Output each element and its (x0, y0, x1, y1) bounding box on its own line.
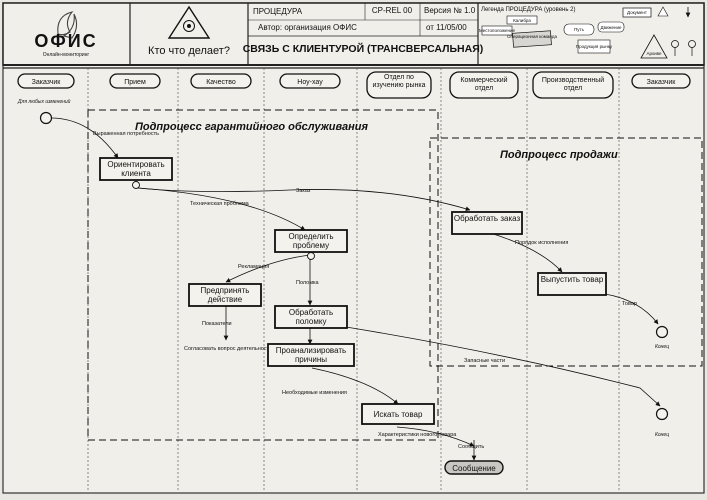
flow-lines (50, 117, 661, 461)
lane-header-client-right: Заказчик (631, 73, 691, 89)
svg-text:Для любых изменений: Для любых изменений (17, 98, 71, 105)
legend-item-calibre: Калибра (513, 18, 531, 23)
lane-header-quality: Качество (190, 73, 252, 89)
lane-header-market-research: Отдел по изучению рынка (366, 71, 432, 99)
svg-text:Товар: Товар (622, 301, 637, 307)
svg-text:Заказчик: Заказчик (32, 79, 62, 86)
lane-header-knowhow: Ноу-хау (279, 73, 341, 89)
svg-text:Заказчик: Заказчик (647, 79, 677, 86)
activity-analyze-causes: Проанализировать причины (267, 343, 355, 367)
svg-text:Выраженная потребность: Выраженная потребность (93, 131, 159, 137)
svg-text:Поломка: Поломка (296, 280, 320, 286)
svg-text:Согласовать вопрос деятельност: Согласовать вопрос деятельности предприя… (184, 346, 307, 352)
legend-item-product: Продукция рынку (576, 44, 613, 49)
activity-ship-product: Выпустить товар (537, 272, 607, 296)
subprocess-sales: Подпроцесс продажи (429, 137, 703, 367)
activity-define-problem: Определить проблему (274, 229, 348, 253)
version-label: Версия № 1.0 (424, 6, 476, 15)
procedure-code: CP-REL 00 (372, 6, 413, 15)
svg-text:Показатели: Показатели (202, 321, 232, 327)
date-label: от 11/05/00 (426, 23, 467, 32)
logo-mark-icon (57, 11, 78, 39)
activity-orient-client: Ориентировать клиента (99, 157, 173, 181)
svg-text:Прием: Прием (124, 79, 146, 86)
svg-text:Запасные части: Запасные части (464, 358, 505, 364)
legend-item-team: Операционная команда (507, 34, 557, 39)
svg-text:Конец: Конец (655, 344, 669, 350)
legend-decision-icon (657, 6, 669, 17)
activity-process-order: Обработать заказ (451, 211, 523, 235)
subprocess-warranty-title: Подпроцесс гарантийного обслуживания (135, 121, 368, 133)
start-event: Для любых изменений (17, 98, 71, 125)
subprocess-sales-title: Подпроцесс продажи (500, 149, 618, 161)
svg-text:Конец: Конец (655, 432, 669, 438)
lane-header-reception: Прием (109, 73, 161, 89)
who-label: Кто что делает? (148, 45, 230, 57)
decision-define-icon (307, 252, 315, 260)
lane-header-commercial: Коммерческий отдел (449, 71, 519, 99)
logo: ОФИС Онлайн-мониторинг (34, 11, 97, 58)
logo-text: ОФИС (34, 31, 97, 51)
svg-text:Заказ: Заказ (296, 188, 311, 194)
end-event-2-icon (655, 407, 669, 421)
svg-text:Сообщить: Сообщить (458, 444, 484, 450)
svg-text:Порядок исполнения: Порядок исполнения (515, 240, 568, 246)
legend-item-movement: Движение (601, 25, 622, 30)
legend-title: Легенда ПРОЦЕДУРА (уровень 2) (481, 7, 576, 13)
svg-text:Необходимые изменения: Необходимые изменения (282, 390, 347, 396)
legend-item-archive: Архиве (646, 51, 662, 56)
legend-item-path: Путь (574, 27, 585, 32)
lane-header-production: Производственный отдел (532, 71, 614, 99)
swimlanes: Заказчик Прием Качество Ноу-хау Отдел по… (3, 67, 704, 490)
header: ОФИС Онлайн-мониторинг Кто что делает? П… (2, 2, 705, 66)
svg-text:Ноу-хау: Ноу-хау (297, 79, 323, 86)
legend-item-location: Местоположение (479, 28, 516, 33)
message-node: Сообщение (444, 460, 504, 475)
subprocess-warranty: Подпроцесс гарантийного обслуживания (87, 109, 439, 441)
activity-find-product: Искать товар (361, 403, 435, 425)
legend: Легенда ПРОЦЕДУРА (уровень 2) Калибра До… (479, 6, 696, 59)
svg-text:Качество: Качество (206, 79, 236, 86)
end-event-1-icon (655, 325, 669, 339)
flow-labels: Выраженная потребность Заказ Техническая… (93, 131, 637, 450)
legend-item-document: Документ (627, 10, 647, 15)
svg-text:Сообщение: Сообщение (452, 464, 496, 473)
triangle-logo-icon (167, 5, 211, 39)
author-label: Автор: организация ОФИС (258, 23, 357, 32)
lane-header-client-left: Заказчик (17, 73, 75, 89)
svg-text:Рекламация: Рекламация (238, 264, 269, 270)
decision-orient-icon (132, 181, 140, 189)
svg-text:Техническая проблема: Техническая проблема (190, 201, 250, 207)
logo-subtitle: Онлайн-мониторинг (43, 51, 90, 58)
procedure-label: ПРОЦЕДУРА (253, 7, 303, 16)
end-event-2: Конец (655, 407, 669, 438)
end-event-1: Конец (655, 325, 669, 350)
start-event-icon (39, 111, 53, 125)
who-does-what: Кто что делает? (148, 5, 230, 57)
legend-archive-triangle-icon (640, 34, 668, 59)
activity-handle-failure: Обработать поломку (274, 305, 348, 329)
procedure-title: СВЯЗЬ С КЛИЕНТУРОЙ (ТРАНСВЕРСАЛЬНАЯ) (243, 42, 484, 55)
svg-text:Характеристики нового товара: Характеристики нового товара (378, 432, 457, 438)
activity-take-action: Предпринять действие (188, 283, 262, 307)
svg-text:Искать товар: Искать товар (374, 410, 423, 419)
